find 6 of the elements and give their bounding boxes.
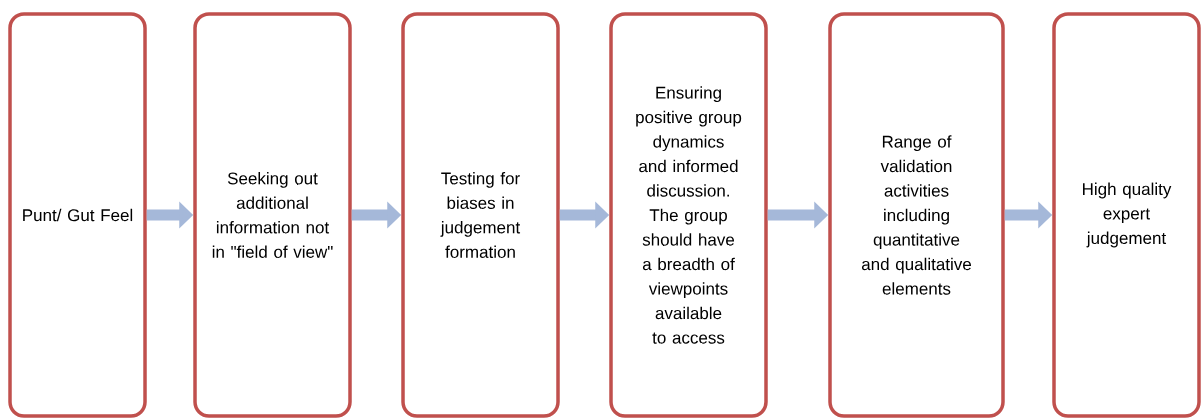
- process-box: Range of validation activities including quantitative and qualitative elements: [828, 12, 1005, 418]
- process-box: Seeking out additional information not in "field of view": [193, 12, 352, 418]
- process-box: High quality expert judgement: [1052, 12, 1201, 418]
- process-box: Testing for biases in judgement formation: [401, 12, 560, 418]
- process-box: Punt/ Gut Feel: [8, 12, 147, 418]
- process-box: Ensuring positive group dynamics and informed discussion. The group should have a breadth of viewpoints available to access: [609, 12, 768, 418]
